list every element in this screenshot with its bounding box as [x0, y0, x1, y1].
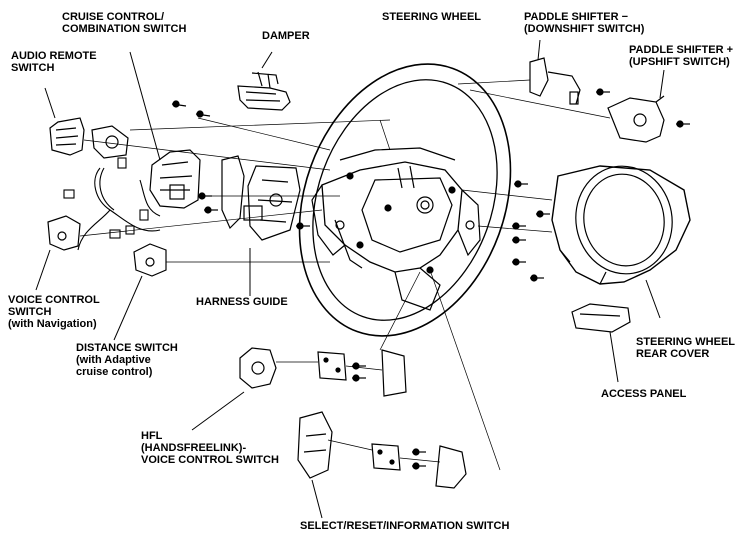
damper-part — [237, 71, 291, 111]
label-paddle-shifter-downshift: PADDLE SHIFTER − (DOWNSHIFT SWITCH) — [524, 11, 645, 35]
cruise-control-switch — [149, 149, 201, 209]
paddle-up-screw — [676, 120, 690, 128]
harness-guide-screws — [198, 192, 310, 230]
label-select-reset-information-switch: SELECT/RESET/INFORMATION SWITCH — [300, 520, 510, 532]
access-panel — [571, 303, 631, 333]
damper-screws — [171, 100, 211, 118]
label-steering-wheel-rear-cover: STEERING WHEEL REAR COVER — [636, 336, 736, 360]
hfl-screws — [352, 362, 366, 382]
label-audio-remote-switch: AUDIO REMOTE SWITCH — [11, 50, 97, 74]
label-harness-guide: HARNESS GUIDE — [196, 296, 288, 308]
paddle-down-screw — [596, 88, 610, 96]
label-steering-wheel: STEERING WHEEL — [382, 11, 482, 23]
paddle-shifter-upshift — [607, 95, 665, 143]
audio-remote-switch — [49, 117, 129, 159]
label-voice-control-switch: VOICE CONTROL SWITCH (with Navigation) — [8, 294, 100, 330]
label-hfl-voice-control-switch: HFL (HANDSFREELINK)- VOICE CONTROL SWITC… — [141, 430, 279, 466]
label-paddle-shifter-upshift: PADDLE SHIFTER + (UPSHIFT SWITCH) — [629, 44, 734, 68]
harness-guide — [221, 155, 301, 241]
select-switch-screws — [412, 448, 426, 470]
wiring-harness — [63, 157, 161, 251]
alignment-lines — [79, 79, 611, 471]
select-reset-info-switch — [297, 411, 467, 489]
distance-switch — [133, 243, 167, 277]
paddle-shifter-downshift — [529, 57, 581, 105]
label-damper: DAMPER — [262, 30, 310, 42]
voice-control-switch — [47, 215, 81, 251]
label-access-panel: ACCESS PANEL — [601, 388, 687, 400]
label-cruise-control-switch: CRUISE CONTROL/ COMBINATION SWITCH — [62, 11, 187, 35]
wheel-screws-right — [512, 180, 550, 282]
hfl-voice-control-switch — [239, 347, 407, 397]
label-distance-switch: DISTANCE SWITCH (with Adaptive cruise co… — [76, 342, 178, 378]
steering-wheel-rear-cover — [551, 165, 691, 285]
steering-wheel — [298, 63, 512, 337]
